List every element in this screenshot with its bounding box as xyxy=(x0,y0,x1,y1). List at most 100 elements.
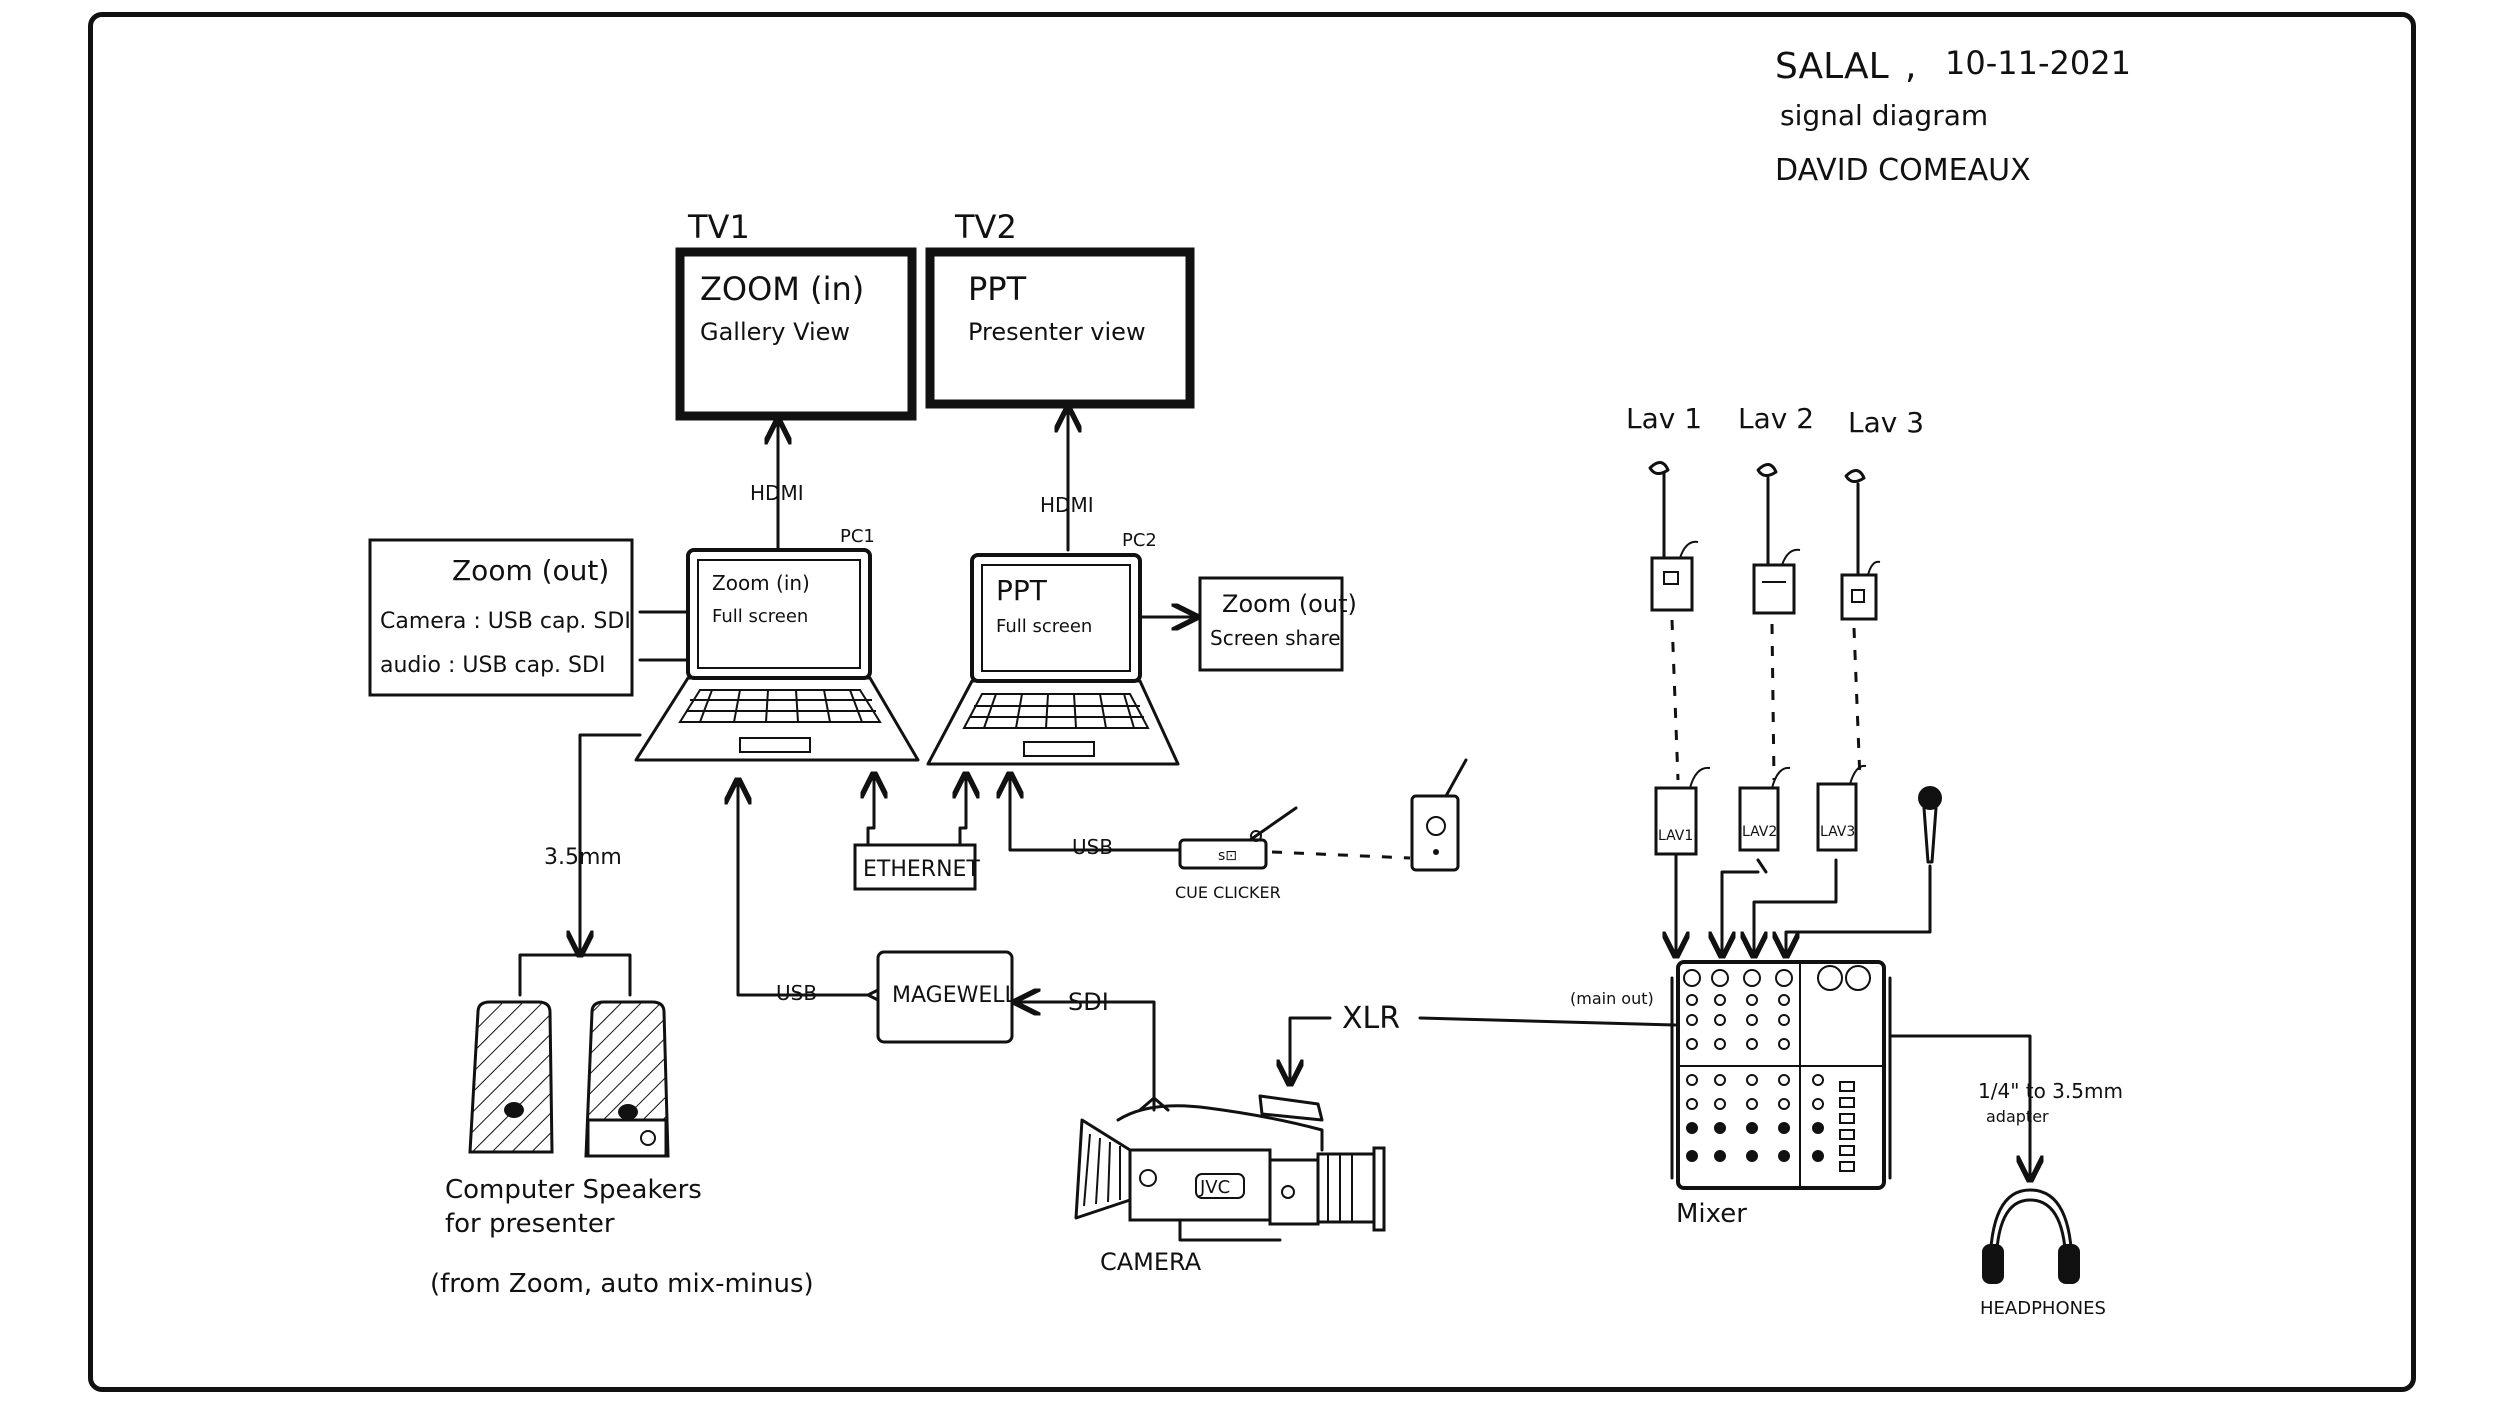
mixer-knob xyxy=(1746,1038,1758,1050)
tv1-line1: ZOOM (in) xyxy=(700,270,864,308)
lav-3: Lav 3 xyxy=(1840,406,1924,781)
mixer-knob xyxy=(1686,1074,1698,1086)
mixer-to-headphones xyxy=(1888,1034,2030,1180)
mixer-knob xyxy=(1746,1122,1758,1134)
mixer-knob xyxy=(1714,1098,1726,1110)
pc1-label: PC1 xyxy=(840,526,875,547)
cue-clicker-wireless xyxy=(1271,850,1411,860)
ethernet-to-pc2 xyxy=(960,774,966,847)
speakers-line1: Computer Speakers xyxy=(445,1175,702,1205)
zoom-out-box: Zoom (out) Camera : USB cap. SDI audio :… xyxy=(368,538,634,697)
tv2: TV2 PPT Presenter view xyxy=(925,208,1195,409)
speaker-split xyxy=(518,953,632,997)
mixer-knob xyxy=(1746,1150,1758,1162)
pc2-screen-line2: Full screen xyxy=(996,616,1092,637)
mixer-knob xyxy=(1746,1074,1758,1086)
main-out-label: (main out) xyxy=(1570,989,1654,1008)
mixer-master-knob xyxy=(1817,965,1843,991)
sdi-label: SDI xyxy=(1068,988,1109,1016)
mixer-knob xyxy=(1714,994,1726,1006)
speaker-left xyxy=(468,1000,554,1154)
mixer-knob xyxy=(1746,1014,1758,1026)
receiver-1: LAV1 xyxy=(1654,766,1711,956)
speakers-line3: (from Zoom, auto mix-minus) xyxy=(430,1269,814,1299)
magewell-to-pc1 xyxy=(738,780,870,997)
mixer-knob xyxy=(1778,1014,1790,1026)
mixer-knob xyxy=(1686,1122,1698,1134)
mixer-knob xyxy=(1775,969,1793,987)
camera-label: CAMERA xyxy=(1100,1248,1202,1276)
xlr-to-camera xyxy=(1290,1016,1332,1084)
mixer-knob xyxy=(1778,1098,1790,1110)
mixer-button xyxy=(1839,1161,1855,1172)
lav3-label: Lav 3 xyxy=(1848,406,1924,439)
mixer-knob xyxy=(1714,1074,1726,1086)
zoom-share-line1: Zoom (out) xyxy=(1222,590,1357,618)
adapter-line2: adapter xyxy=(1986,1107,2049,1126)
svg-text:s⊡: s⊡ xyxy=(1218,848,1237,864)
lav-1: Lav 1 xyxy=(1626,402,1702,781)
mixer-knob xyxy=(1686,1098,1698,1110)
receiver-2: LAV2 xyxy=(1722,766,1791,956)
mixer-knob xyxy=(1714,1150,1726,1162)
usb-cue-label: USB xyxy=(1072,835,1113,859)
handheld-mic xyxy=(1786,786,1942,956)
mixer-button xyxy=(1839,1113,1855,1124)
receiver-3: LAV3 xyxy=(1754,764,1867,956)
mixer-knob xyxy=(1746,1098,1758,1110)
lav-2: Lav 2 xyxy=(1738,402,1814,781)
cue-clicker-receiver: s⊡ xyxy=(1178,806,1298,870)
usb-to-pc2 xyxy=(1010,774,1182,852)
diagram-frame xyxy=(88,12,2416,1392)
xlr-label: XLR xyxy=(1342,1001,1400,1036)
pc2-screen-line1: PPT xyxy=(996,574,1048,607)
pc1-to-speakers xyxy=(580,733,642,955)
headphones-label: HEADPHONES xyxy=(1980,1298,2106,1319)
cue-clicker-label: CUE CLICKER xyxy=(1175,883,1281,902)
ethernet-to-pc1 xyxy=(868,774,874,847)
pc1-hdmi-label: HDMI xyxy=(750,481,804,505)
mixer-button xyxy=(1839,1097,1855,1108)
pc1-screen-line2: Full screen xyxy=(712,606,808,627)
magewell-label: MAGEWELL xyxy=(892,983,1018,1008)
mixer-knob xyxy=(1714,1014,1726,1026)
tv2-screen xyxy=(925,247,1195,409)
mixer-knob xyxy=(1711,969,1729,987)
mixer-master-knob xyxy=(1845,965,1871,991)
header-date: 10-11-2021 xyxy=(1945,44,2131,82)
usb-magewell-label: USB xyxy=(776,981,817,1005)
camera-brand: JVC xyxy=(1199,1177,1230,1198)
adapter-line1: 1/4" to 3.5mm xyxy=(1978,1079,2123,1103)
mixer-knob xyxy=(1778,1122,1790,1134)
tv2-line1: PPT xyxy=(968,270,1027,308)
mixer-knob xyxy=(1778,994,1790,1006)
mixer-knob xyxy=(1686,1150,1698,1162)
camera: JVC xyxy=(1074,1094,1386,1242)
mixer-knob xyxy=(1778,1038,1790,1050)
mixer-button xyxy=(1839,1129,1855,1140)
mixer-label: Mixer xyxy=(1676,1199,1747,1229)
mixer xyxy=(1670,960,1892,1190)
tv1-label: TV1 xyxy=(687,208,750,246)
mixer-knob xyxy=(1714,1038,1726,1050)
ethernet-label: ETHERNET xyxy=(863,857,980,882)
speaker-right xyxy=(584,1000,670,1158)
zoom-out-camera-line: Camera : USB cap. SDI xyxy=(380,609,631,634)
mixer-button xyxy=(1839,1081,1855,1092)
mixer-knob xyxy=(1686,994,1698,1006)
tv2-label: TV2 xyxy=(954,208,1017,246)
mixer-knob xyxy=(1746,994,1758,1006)
pc1-laptop: PC1 Zoom (in) Full screen xyxy=(634,526,920,762)
mixer-knob xyxy=(1812,1098,1824,1110)
tv1-screen xyxy=(675,247,917,421)
mixer-knob xyxy=(1778,1074,1790,1086)
mixer-knob xyxy=(1812,1122,1824,1134)
receiver3-label: LAV3 xyxy=(1820,824,1855,840)
ethernet-switch: ETHERNET xyxy=(853,843,980,891)
header-comma: , xyxy=(1905,46,1916,87)
camera-to-magewell xyxy=(1016,1002,1156,1112)
speakers-line2: for presenter xyxy=(445,1209,615,1239)
header-subtitle: signal diagram xyxy=(1780,99,1988,132)
mixer-knob xyxy=(1743,969,1761,987)
